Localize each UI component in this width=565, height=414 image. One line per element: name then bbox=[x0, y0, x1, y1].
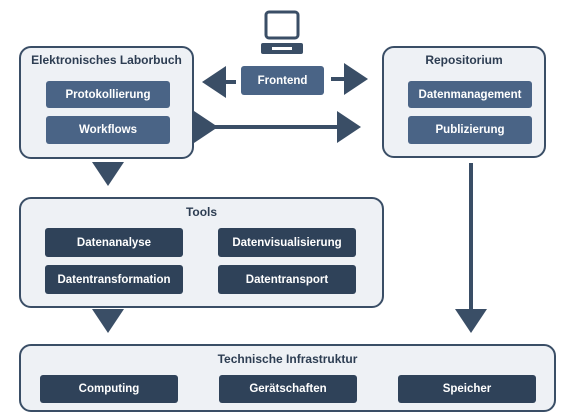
laborbuch-item-protokollierung: Protokollierung bbox=[46, 81, 170, 108]
tools-item-datentransformation: Datentransformation bbox=[45, 265, 183, 294]
repositorium-item-publizierung: Publizierung bbox=[408, 116, 532, 144]
laborbuch-title: Elektronisches Laborbuch bbox=[31, 53, 182, 67]
laborbuch-panel: Elektronisches Laborbuch Protokollierung… bbox=[19, 46, 194, 159]
tools-panel: Tools Datenanalyse Datenvisualisierung D… bbox=[19, 197, 384, 308]
tools-title: Tools bbox=[185, 205, 218, 219]
infrastruktur-item-geraetschaften: Gerätschaften bbox=[219, 375, 357, 403]
tools-item-datentransport: Datentransport bbox=[218, 265, 356, 294]
tools-item-datenanalyse: Datenanalyse bbox=[45, 228, 183, 257]
infrastruktur-item-speicher: Speicher bbox=[398, 375, 536, 403]
repositorium-title: Repositorium bbox=[425, 53, 503, 67]
computer-icon bbox=[261, 10, 303, 54]
laborbuch-item-workflows: Workflows bbox=[46, 116, 170, 144]
tools-item-datenvisualisierung: Datenvisualisierung bbox=[218, 228, 356, 257]
infrastruktur-panel: Technische Infrastruktur Computing Gerät… bbox=[19, 344, 556, 412]
repositorium-panel: Repositorium Datenmanagement Publizierun… bbox=[382, 46, 546, 158]
infrastruktur-title: Technische Infrastruktur bbox=[217, 352, 358, 366]
repositorium-item-datenmanagement: Datenmanagement bbox=[408, 81, 532, 108]
infrastruktur-item-computing: Computing bbox=[40, 375, 178, 403]
frontend-box: Frontend bbox=[241, 66, 324, 95]
